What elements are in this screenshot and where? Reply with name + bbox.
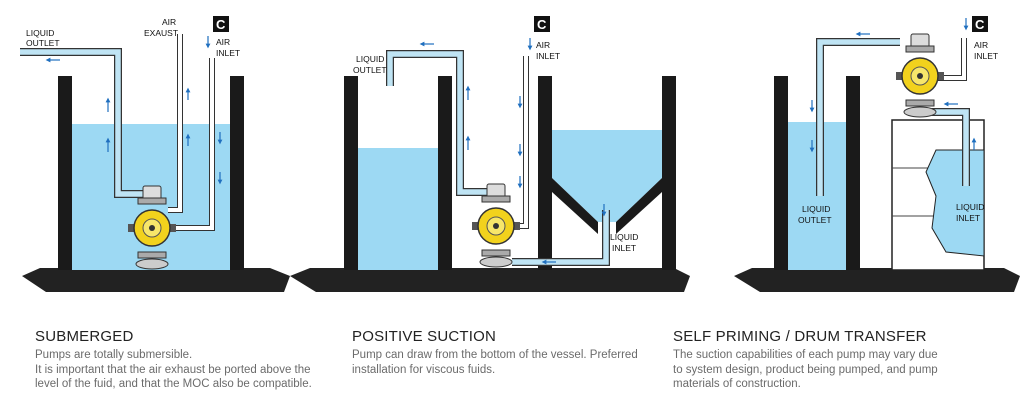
ground	[22, 268, 290, 292]
air-inlet-label-line2: INLET	[216, 48, 240, 58]
compressor-badge-label: C	[975, 17, 985, 32]
ground	[290, 268, 690, 292]
air-inlet-label: AIR	[536, 40, 550, 50]
air-inlet-label-line2: INLET	[974, 51, 998, 61]
liquid-outlet-label-line2: OUTLET	[798, 215, 832, 225]
left-tank-wall-left	[774, 76, 788, 270]
compressor-badge	[972, 16, 988, 32]
liquid-inlet-label: LIQUID	[956, 202, 984, 212]
caption-submerged: SUBMERGED Pumps are totally submersible.…	[35, 328, 355, 392]
liquid-inlet-label-line2: INLET	[612, 243, 636, 253]
hopper-wall-right	[662, 76, 676, 270]
caption-line: Pump can draw from the bottom of the ves…	[352, 349, 638, 361]
caption-line: installation for viscous fuids.	[352, 363, 496, 376]
liquid-inlet-label-line2: INLET	[956, 213, 980, 223]
caption-title: POSITIVE SUCTION	[352, 328, 497, 345]
left-tank-wall-left	[344, 76, 358, 270]
caption-title: SELF PRIMING / DRUM TRANSFER	[673, 328, 927, 345]
liquid-inlet-label: LIQUID	[610, 232, 638, 242]
hopper-cone-right	[616, 178, 662, 234]
caption-self-priming: SELF PRIMING / DRUM TRANSFER The suction…	[673, 328, 993, 392]
tank-wall-left	[58, 76, 72, 270]
pump	[895, 33, 945, 118]
hopper-wall-left	[538, 76, 552, 270]
left-tank-liquid	[358, 148, 438, 270]
air-inlet-label-line2: INLET	[536, 51, 560, 61]
caption-line: to system design, product being pumped, …	[673, 363, 938, 376]
caption-line: The suction capabilities of each pump ma…	[673, 349, 938, 361]
compressor-badge	[213, 16, 229, 32]
left-tank-wall-right	[846, 76, 860, 270]
caption-line: materials of construction.	[673, 378, 801, 390]
liquid-outlet-label: LIQUID	[26, 28, 54, 38]
caption-line: It is important that the air exhaust be …	[35, 363, 311, 376]
liquid-outlet-label: LIQUID	[356, 54, 384, 64]
air-inlet-label: AIR	[216, 37, 230, 47]
compressor-badge-label: C	[216, 17, 226, 32]
pump-installation-diagram: C LIQUID OUTLET AIR EXAUST AIR INLET	[20, 16, 1020, 292]
panel-submerged: C LIQUID OUTLET AIR EXAUST AIR INLET	[20, 16, 290, 292]
caption-positive-suction: POSITIVE SUCTION Pump can draw from the …	[352, 328, 672, 377]
liquid-outlet-label: LIQUID	[802, 204, 830, 214]
liquid-outlet-label-line2: OUTLET	[353, 65, 387, 75]
air-inlet-pipe	[512, 56, 529, 229]
air-inlet-label: AIR	[974, 40, 988, 50]
ground	[734, 268, 1020, 292]
air-exhaust-label: AIR	[162, 17, 176, 27]
air-exhaust-label-line2: EXAUST	[144, 28, 178, 38]
tank-wall-right	[230, 76, 244, 270]
liquid-outlet-label-line2: OUTLET	[26, 38, 60, 48]
caption-line: level of the fuid, and that the MOC also…	[35, 378, 312, 390]
panel-positive-suction: C LIQUID OUTLET AIR INLET LIQUID INLET	[290, 16, 690, 292]
caption-line: Pumps are totally submersible.	[35, 349, 193, 361]
left-tank-wall-right	[438, 76, 452, 270]
compressor-badge-label: C	[537, 17, 547, 32]
panel-self-priming: C AIR INLET LIQUID OUTLET LIQUID INLET	[734, 16, 1020, 292]
pump	[471, 183, 521, 268]
hopper-cone	[552, 178, 598, 234]
compressor-badge	[534, 16, 550, 32]
hopper-liquid	[552, 130, 662, 222]
caption-title: SUBMERGED	[35, 328, 134, 345]
